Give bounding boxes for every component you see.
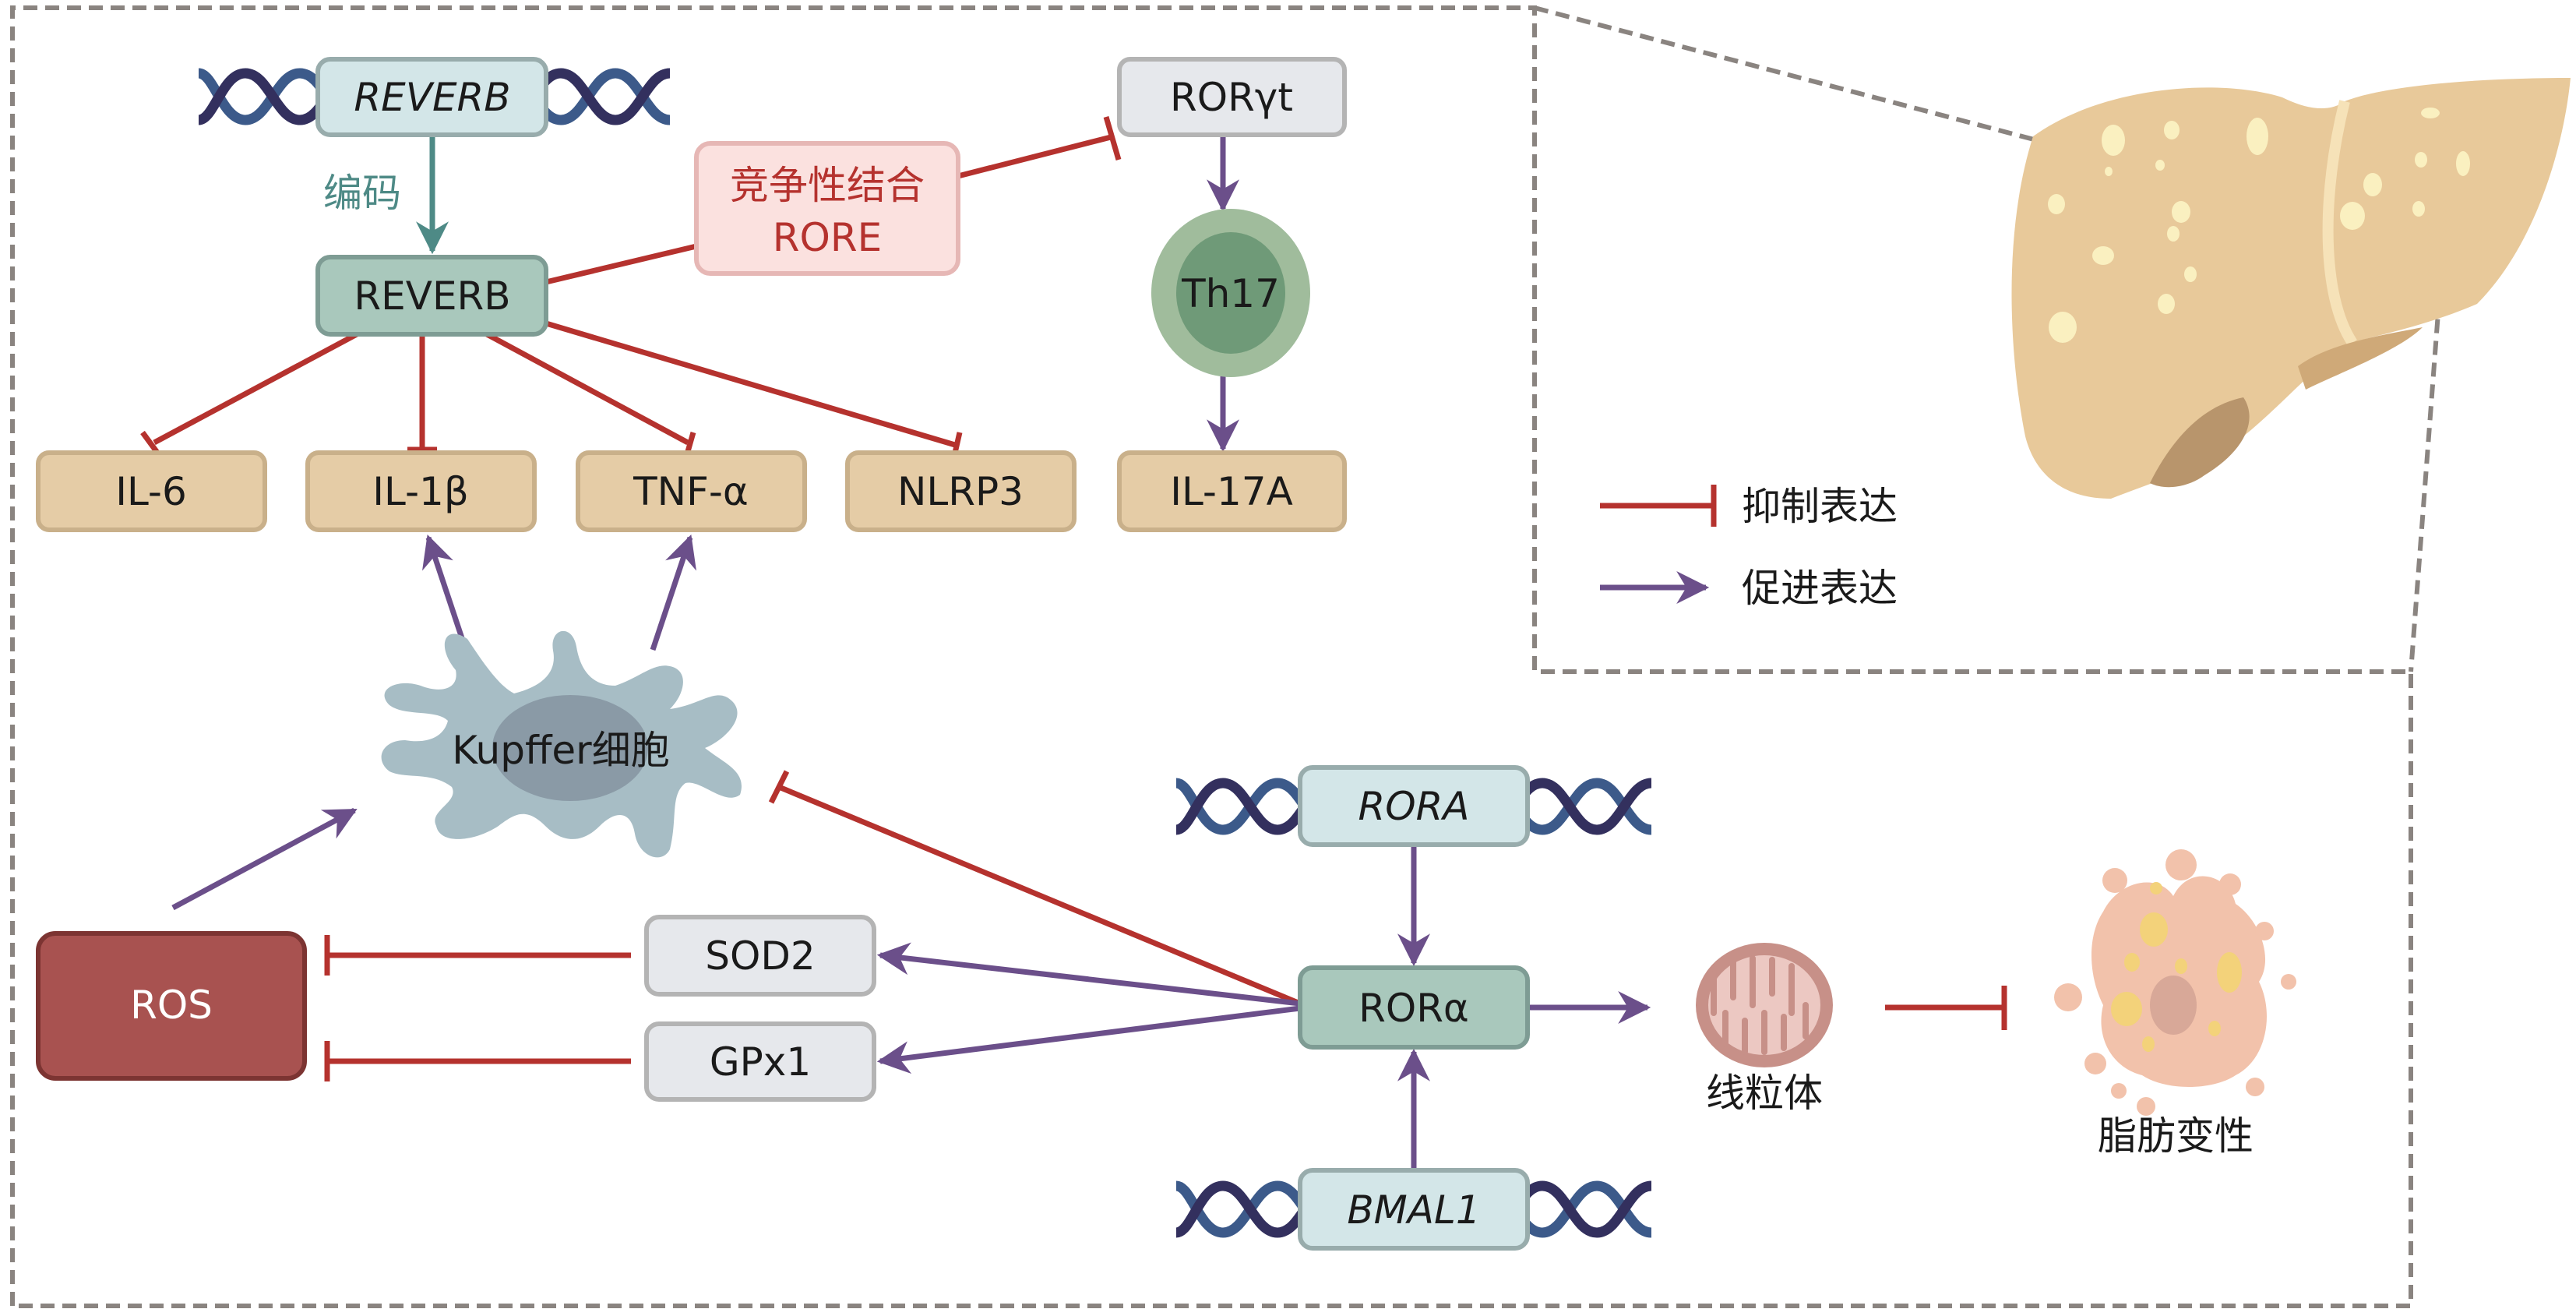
th17-label: Th17 bbox=[1181, 271, 1280, 316]
legend-promote-label: 促进表达 bbox=[1742, 566, 1898, 611]
gene-box-reverb: REVERB bbox=[315, 57, 548, 137]
cytokine-label: IL-1β bbox=[372, 469, 469, 514]
cytokine-il6: IL-6 bbox=[36, 450, 267, 532]
antioxidant-label: GPx1 bbox=[710, 1039, 811, 1085]
gene-bmal1-label: BMAL1 bbox=[1347, 1187, 1480, 1233]
ros-box: ROS bbox=[36, 931, 307, 1081]
mitochondria-label: 线粒体 bbox=[1706, 1071, 1823, 1116]
legend-inhibit-label: 抑制表达 bbox=[1742, 484, 1898, 529]
antioxidant-sod2: SOD2 bbox=[644, 915, 876, 997]
cytokine-label: TNF-α bbox=[633, 469, 749, 514]
legend-inhibit: 抑制表达 bbox=[1600, 484, 1898, 529]
ros-label: ROS bbox=[130, 983, 213, 1028]
rore-box: 竞争性结合 RORE bbox=[694, 141, 960, 276]
legend-promote: 促进表达 bbox=[1600, 566, 1898, 611]
cytokine-tnfa: TNF-α bbox=[576, 450, 807, 532]
steatosis-cell-icon bbox=[2054, 849, 2296, 1116]
liver-illustration bbox=[2011, 78, 2571, 499]
kupffer-label: Kupffer细胞 bbox=[452, 728, 670, 773]
protein-box-rora: RORα bbox=[1298, 965, 1530, 1050]
gene-box-bmal1: BMAL1 bbox=[1298, 1168, 1530, 1251]
mitochondria-icon bbox=[1696, 943, 1833, 1067]
protein-box-reverb: REVERB bbox=[315, 255, 548, 337]
gene-box-rora: RORA bbox=[1298, 765, 1530, 847]
cytokine-il17a: IL-17A bbox=[1117, 450, 1347, 532]
connectors bbox=[140, 116, 2007, 1170]
reverb-rore-line bbox=[545, 243, 697, 285]
inhibit-bar bbox=[1103, 116, 1122, 161]
antioxidant-label: SOD2 bbox=[705, 933, 815, 979]
rore-line1: 竞争性结合 bbox=[730, 163, 925, 208]
th17-cell: Th17 bbox=[1151, 209, 1310, 377]
encode-label: 编码 bbox=[323, 171, 401, 216]
protein-reverb-label: REVERB bbox=[354, 273, 510, 319]
cytokine-label: IL-17A bbox=[1170, 469, 1293, 514]
protein-box-rorgt: RORγt bbox=[1117, 57, 1347, 137]
gene-reverb-label: REVERB bbox=[354, 75, 510, 120]
cytokine-label: IL-6 bbox=[115, 469, 187, 514]
antioxidant-gpx1: GPx1 bbox=[644, 1021, 876, 1102]
cytokine-il1b: IL-1β bbox=[305, 450, 537, 532]
protein-rorgt-label: RORγt bbox=[1170, 75, 1293, 120]
legend: 抑制表达 促进表达 bbox=[1600, 484, 1898, 611]
steatosis-label: 脂肪变性 bbox=[2098, 1113, 2254, 1159]
rore-line2: RORE bbox=[773, 215, 882, 260]
inhibit-rorgt-line bbox=[957, 133, 1115, 179]
kupffer-cell: Kupffer细胞 bbox=[381, 630, 742, 858]
protein-rora-label: RORα bbox=[1358, 986, 1469, 1031]
cytokine-label: NLRP3 bbox=[897, 469, 1024, 514]
cytokine-nlrp3: NLRP3 bbox=[845, 450, 1077, 532]
gene-rora-label: RORA bbox=[1358, 784, 1469, 829]
